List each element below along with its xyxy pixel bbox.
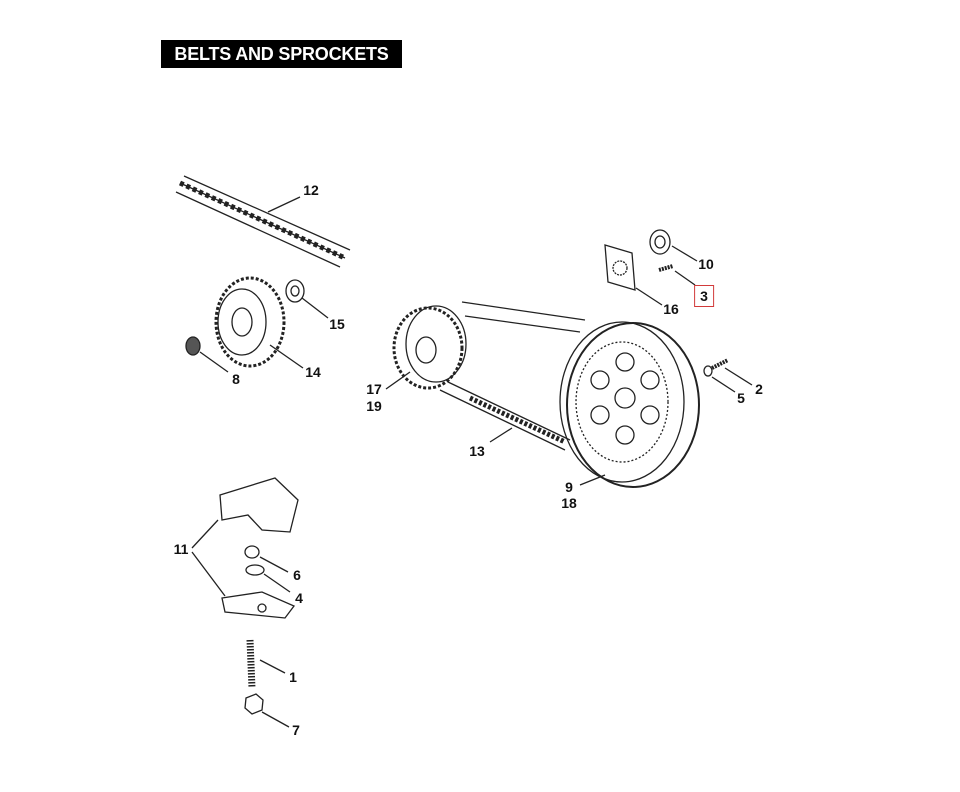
callout-5[interactable]: 5 (737, 390, 745, 406)
callout-14[interactable]: 14 (305, 364, 321, 380)
callout-18[interactable]: 18 (561, 495, 577, 511)
callout-16[interactable]: 16 (663, 301, 679, 317)
callout-4[interactable]: 4 (295, 590, 303, 606)
callout-3-highlighted[interactable]: 3 (694, 285, 714, 307)
callout-10[interactable]: 10 (698, 256, 714, 272)
drive-chain (175, 175, 351, 268)
callout-17[interactable]: 17 (366, 381, 382, 397)
transmission-pulley (385, 305, 467, 390)
callout-11[interactable]: 11 (173, 541, 189, 557)
nut-6 (244, 545, 260, 559)
drive-belt (439, 301, 586, 451)
callout-6[interactable]: 6 (293, 567, 301, 583)
page-title: BELTS AND SPROCKETS (161, 40, 402, 68)
callout-1[interactable]: 1 (289, 669, 297, 685)
washer-4 (245, 564, 265, 576)
callout-15[interactable]: 15 (329, 316, 345, 332)
stud-1 (246, 639, 256, 689)
callout-19[interactable]: 19 (366, 398, 382, 414)
callout-13[interactable]: 13 (469, 443, 485, 459)
bolt-3 (658, 264, 696, 286)
front-sprocket (214, 276, 304, 369)
nut-7 (244, 693, 264, 715)
callout-2[interactable]: 2 (755, 381, 763, 397)
bolt-2-washer-5 (703, 358, 753, 393)
callout-8[interactable]: 8 (232, 371, 240, 387)
lock-plate (604, 244, 663, 306)
callout-7[interactable]: 7 (292, 722, 300, 738)
seal-10 (649, 229, 698, 262)
callout-9[interactable]: 9 (565, 479, 573, 495)
spacer-15 (285, 279, 329, 319)
callout-12[interactable]: 12 (303, 182, 319, 198)
bracket-11 (191, 477, 299, 619)
rear-pulley (559, 321, 700, 488)
nut-8 (185, 336, 229, 373)
